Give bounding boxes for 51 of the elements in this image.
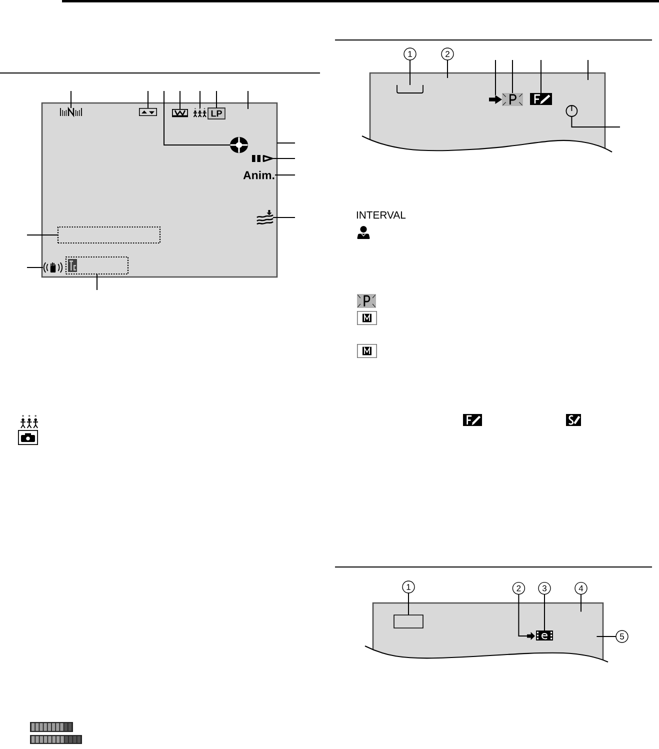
- callout-number: 3: [538, 582, 551, 595]
- leader-line: [544, 594, 545, 631]
- boxed-p-icon: [502, 93, 523, 106]
- screen-panel: [41, 102, 278, 278]
- callout-number: 1: [404, 48, 416, 60]
- hand-icon: [43, 262, 63, 273]
- f-pencil-icon: [530, 93, 552, 105]
- power-icon: [566, 105, 578, 117]
- callout-number: 2: [512, 582, 526, 595]
- leader-line: [70, 90, 72, 108]
- leader-line: [495, 60, 496, 96]
- arrow-icon: [527, 632, 535, 640]
- dotted-box: [57, 226, 161, 244]
- callout-number: 4: [574, 582, 588, 595]
- arrow-icon: [489, 95, 502, 104]
- leader-line: [276, 142, 296, 144]
- waves-icon: [256, 210, 274, 225]
- leader-line: [596, 636, 616, 637]
- label-text: INTERVAL: [356, 211, 406, 219]
- figures-icon: [192, 108, 207, 118]
- leader-line: [512, 60, 513, 94]
- screen-panel: [364, 602, 608, 663]
- up-down-icon: [139, 108, 157, 116]
- leader-line: [447, 60, 448, 78]
- bracket: [396, 84, 424, 94]
- leader-line: [274, 174, 296, 176]
- leader-line: [96, 274, 98, 290]
- leader-line: [540, 60, 542, 94]
- dotted-box: [65, 256, 129, 275]
- leader-line: [26, 267, 44, 268]
- outline-box: [394, 614, 424, 628]
- leader-line: [26, 234, 58, 236]
- focus-icon: [230, 136, 248, 154]
- callout-number: 2: [441, 48, 454, 60]
- pause-play-icon: [252, 155, 273, 162]
- leader-line: [408, 592, 409, 616]
- mode-indicator: LP: [208, 108, 226, 120]
- screen-panel: [362, 72, 612, 152]
- level-meter-icon: [60, 106, 82, 118]
- leader-line: [571, 116, 620, 128]
- leader-line: [216, 90, 217, 108]
- leader-line: [580, 594, 582, 612]
- leader-line: [518, 594, 528, 636]
- callout-number: 5: [616, 630, 628, 643]
- callout-number: 1: [402, 580, 415, 594]
- leader-line: [164, 90, 230, 146]
- boxed-w-icon: [172, 108, 188, 118]
- film-icon: [536, 630, 553, 640]
- leader-line: [272, 217, 296, 218]
- leader-line: [272, 158, 296, 159]
- screen-text: Anim.: [243, 170, 274, 180]
